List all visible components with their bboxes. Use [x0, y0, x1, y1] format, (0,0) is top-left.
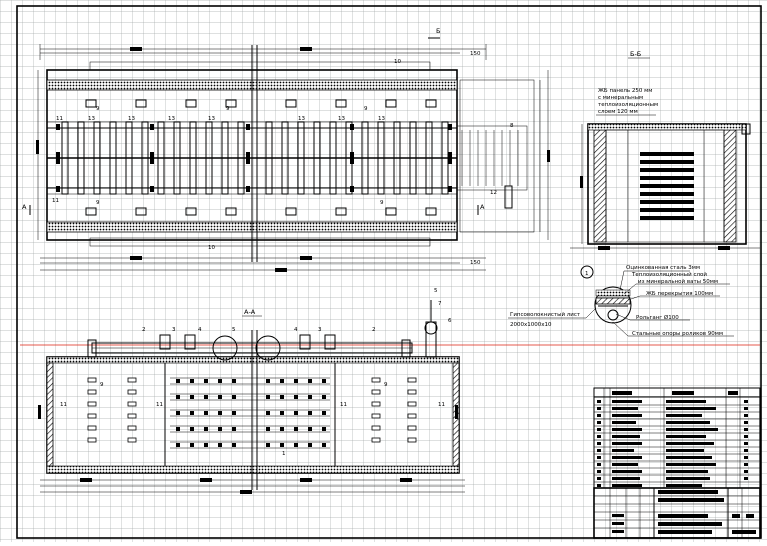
pos-9-e: 9	[380, 200, 384, 206]
note-panel-3: теплоизоляционным	[598, 102, 658, 108]
note-panel-2: с минеральным	[598, 95, 643, 101]
section-bb-title: Б-Б	[630, 50, 641, 58]
gypsum-label-2: 2000х1000х10	[510, 322, 552, 328]
section-bb: Б-Б ЖБ панель 250 мм с минеральным тепло…	[570, 50, 760, 250]
pos-9-a: 9	[96, 106, 100, 112]
callout-2: Теплоизоляционный слой	[631, 271, 707, 278]
pos-4-aa-a: 4	[198, 327, 202, 333]
pos-3-aa-a: 3	[172, 327, 176, 333]
detail-number: 1	[585, 271, 589, 277]
pos-13-g: 13	[378, 116, 385, 122]
plan-section-a-right: А	[480, 203, 485, 211]
pos-13-b: 13	[128, 116, 135, 122]
pos-9-aa-a: 9	[100, 382, 104, 388]
pos-12-plan: 12	[490, 190, 497, 196]
pos-13-a: 13	[88, 116, 95, 122]
plan-dim-bottom: 150	[470, 260, 481, 266]
gypsum-label-1: Гипсоволокнистый лист	[510, 311, 581, 318]
section-aa: А-А	[38, 288, 465, 494]
pos-11-a: 11	[56, 116, 63, 122]
pos-11-aa-c: 11	[340, 402, 347, 408]
pos-10-top: 10	[394, 59, 401, 65]
pos-11-aa-a: 11	[60, 402, 67, 408]
callout-1: Оцинкованная сталь 3мм	[626, 265, 700, 271]
pos-11-aa-b: 11	[156, 402, 163, 408]
callout-4: ЖБ перекрытия 100мм	[646, 291, 713, 297]
title-block	[593, 387, 761, 539]
pos-11-aa-d: 11	[438, 402, 445, 408]
pos-11-b: 11	[52, 198, 59, 204]
callout-5: Рольганг Ø100	[636, 314, 679, 321]
pos-6-aa: 6	[448, 318, 452, 324]
pos-9-d: 9	[96, 200, 100, 206]
pos-10-bottom: 10	[208, 245, 215, 251]
pos-13-e: 13	[298, 116, 305, 122]
detail-node: 1 Оцинкованная сталь 3мм Теплоизоляционн…	[508, 265, 734, 337]
pos-5-aa-a: 5	[232, 327, 236, 333]
pos-9-c: 9	[364, 106, 368, 112]
pos-1-aa: 1	[282, 451, 286, 457]
plan-section-b-top: Б	[436, 27, 440, 35]
pos-4-aa-b: 4	[294, 327, 298, 333]
pos-7-aa: 7	[438, 301, 442, 307]
plan-section-a-left: А	[22, 203, 27, 211]
pos-5-aa-b: 5	[434, 288, 438, 294]
pos-13-c: 13	[168, 116, 175, 122]
plan-view: 150	[22, 27, 550, 272]
note-panel-1: ЖБ панель 250 мм	[598, 88, 652, 94]
callout-3: из минеральной ваты 50мм	[638, 278, 718, 285]
section-aa-title: А-А	[244, 308, 256, 316]
pos-9-b: 9	[226, 106, 230, 112]
pos-2-aa-a: 2	[142, 327, 146, 333]
pos-8-plan: 8	[510, 123, 514, 129]
sheet-frame	[16, 5, 762, 539]
note-panel-4: слоем 120 мм	[598, 109, 638, 115]
pos-13-f: 13	[338, 116, 345, 122]
pos-9-aa-b: 9	[384, 382, 388, 388]
callout-6: Стальные опоры роликов 90мм	[632, 331, 723, 337]
plan-dim-top: 150	[470, 51, 481, 57]
pos-3-aa-b: 3	[318, 327, 322, 333]
pos-2-aa-b: 2	[372, 327, 376, 333]
pos-13-d: 13	[208, 116, 215, 122]
